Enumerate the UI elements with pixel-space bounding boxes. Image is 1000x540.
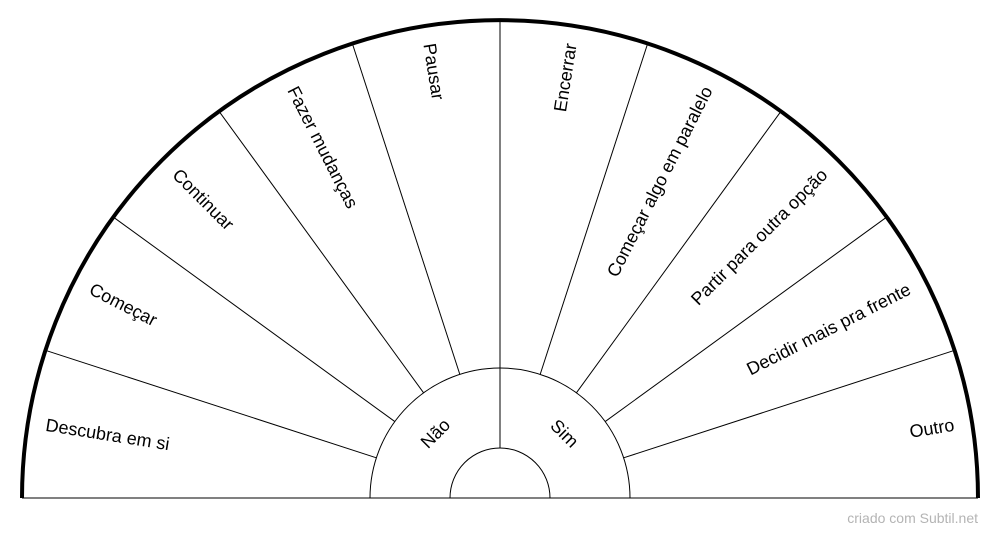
divider-line: [45, 349, 377, 459]
divider-line: [604, 216, 888, 422]
middle-ring-arc: [369, 367, 631, 499]
divider-line: [576, 110, 782, 394]
segment-label: Começar: [86, 279, 160, 330]
segment-label: Outro: [908, 415, 956, 442]
divider-line: [623, 349, 955, 459]
divider-line: [112, 216, 396, 422]
divider-line: [539, 43, 649, 375]
segment-label: Decidir mais pra frente: [743, 279, 913, 379]
segment-label: Começar algo em paralelo: [603, 83, 717, 280]
segment-label: Pausar: [419, 42, 448, 101]
divider-line: [218, 110, 424, 394]
segment-label: Encerrar: [550, 42, 581, 113]
divider-line: [351, 43, 461, 375]
segment-label: Partir para outra opção: [687, 165, 831, 309]
inner-label-nao: Não: [417, 415, 454, 452]
inner-label-sim: Sim: [546, 415, 582, 451]
segment-label: Fazer mudanças: [283, 83, 362, 212]
outer-arc: [20, 18, 980, 499]
watermark: criado com Subtil.net: [847, 510, 978, 526]
inner-ring-arc: [449, 447, 551, 499]
segment-label: Descubra em si: [44, 415, 171, 454]
segment-label: Continuar: [169, 165, 238, 234]
